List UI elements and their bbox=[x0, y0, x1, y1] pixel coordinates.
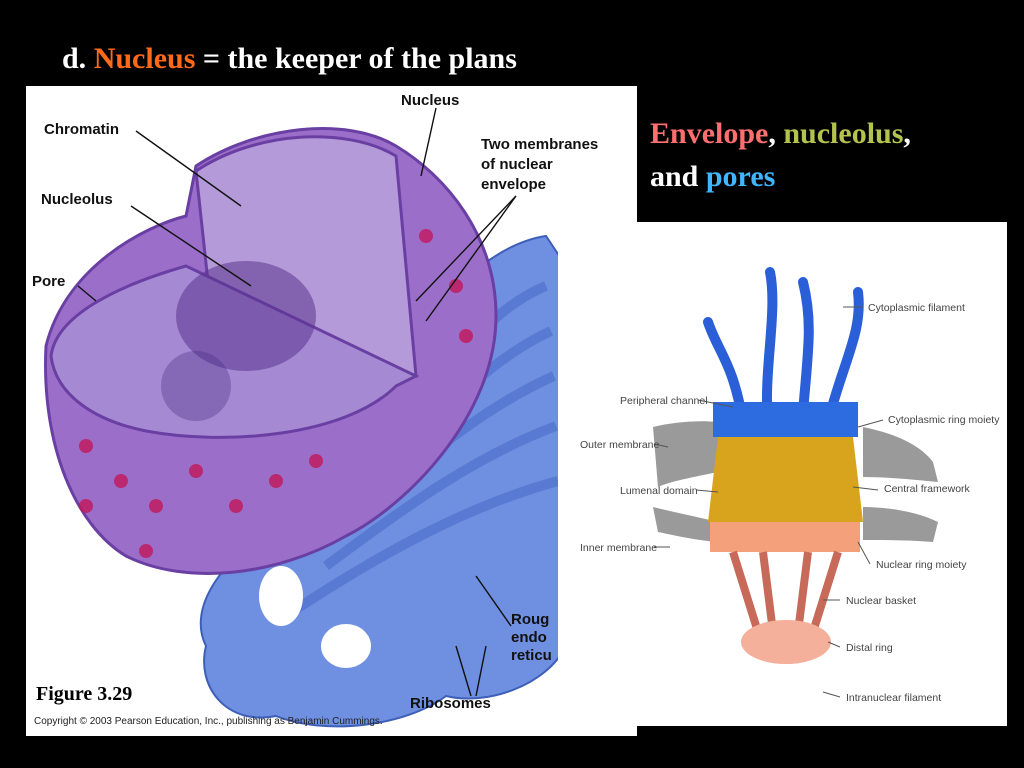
nucleus-shape bbox=[44, 127, 498, 575]
nucleus-illustration: Nucleus Chromatin Two membranes of nucle… bbox=[32, 92, 598, 728]
nuclear-ring-shape bbox=[710, 522, 860, 552]
label-rough-er-2: endo bbox=[511, 629, 547, 646]
label-outer-membrane: Outer membrane bbox=[580, 439, 660, 451]
leader-lines bbox=[77, 107, 517, 697]
label-nuclear-basket: Nuclear basket bbox=[846, 595, 916, 607]
title-suffix: = the keeper of the plans bbox=[195, 42, 517, 75]
label-pore: Pore bbox=[32, 273, 65, 290]
label-peripheral-channel: Peripheral channel bbox=[620, 395, 708, 407]
label-chromatin: Chromatin bbox=[44, 121, 119, 138]
label-lumenal-domain: Lumenal domain bbox=[620, 485, 698, 497]
label-two-membranes-1: Two membranes bbox=[481, 136, 598, 153]
label-two-membranes-3: envelope bbox=[481, 176, 546, 193]
subtitle-pores: pores bbox=[705, 160, 776, 193]
subtitle-envelope: Envelope bbox=[650, 117, 769, 150]
label-ribosomes: Ribosomes bbox=[410, 695, 491, 712]
label-intranuclear-filament: Intranuclear filament bbox=[846, 692, 941, 704]
nuclear-basket-shape bbox=[729, 550, 842, 634]
subtitle-and: and bbox=[650, 160, 706, 193]
label-inner-membrane: Inner membrane bbox=[580, 542, 657, 554]
subtitle-sep1: , bbox=[768, 117, 784, 150]
slide-subtitle: Envelope, nucleolus, and pores bbox=[650, 112, 911, 198]
label-nuclear-ring-moiety: Nuclear ring moiety bbox=[876, 559, 967, 571]
title-highlight: Nucleus bbox=[93, 42, 196, 75]
label-nucleus: Nucleus bbox=[401, 92, 459, 109]
label-cytoplasmic-filament: Cytoplasmic filament bbox=[868, 302, 965, 314]
nuclear-pore-illustration: Cytoplasmic filament Peripheral channel … bbox=[580, 267, 1000, 704]
nuclear-pore-figure-panel: Cytoplasmic filament Peripheral channel … bbox=[558, 222, 1007, 726]
cytoplasmic-filaments bbox=[703, 267, 864, 427]
subtitle-sep2: , bbox=[903, 117, 911, 150]
label-central-framework: Central framework bbox=[884, 483, 971, 495]
membranes-shape bbox=[653, 421, 938, 542]
figure-label: Figure 3.29 bbox=[36, 683, 133, 705]
label-two-membranes-2: of nuclear bbox=[481, 156, 553, 173]
distal-ring-shape bbox=[741, 620, 831, 664]
title-prefix: d. bbox=[62, 42, 94, 75]
cytoplasmic-ring-shape bbox=[713, 402, 858, 437]
nucleus-figure-panel: Nucleus Chromatin Two membranes of nucle… bbox=[26, 86, 637, 736]
label-nucleolus: Nucleolus bbox=[41, 191, 113, 208]
central-framework-shape bbox=[708, 437, 863, 522]
pore-leader-lines bbox=[653, 306, 884, 698]
copyright-text: Copyright © 2003 Pearson Education, Inc.… bbox=[34, 716, 383, 727]
label-rough-er-1: Roug bbox=[511, 611, 549, 628]
label-distal-ring: Distal ring bbox=[846, 642, 893, 654]
subtitle-nucleolus: nucleolus bbox=[783, 117, 904, 150]
label-cytoplasmic-ring-moiety: Cytoplasmic ring moiety bbox=[888, 414, 1000, 426]
label-rough-er-3: reticu bbox=[511, 647, 552, 664]
slide-title: d. Nucleus = the keeper of the plans bbox=[62, 42, 517, 76]
